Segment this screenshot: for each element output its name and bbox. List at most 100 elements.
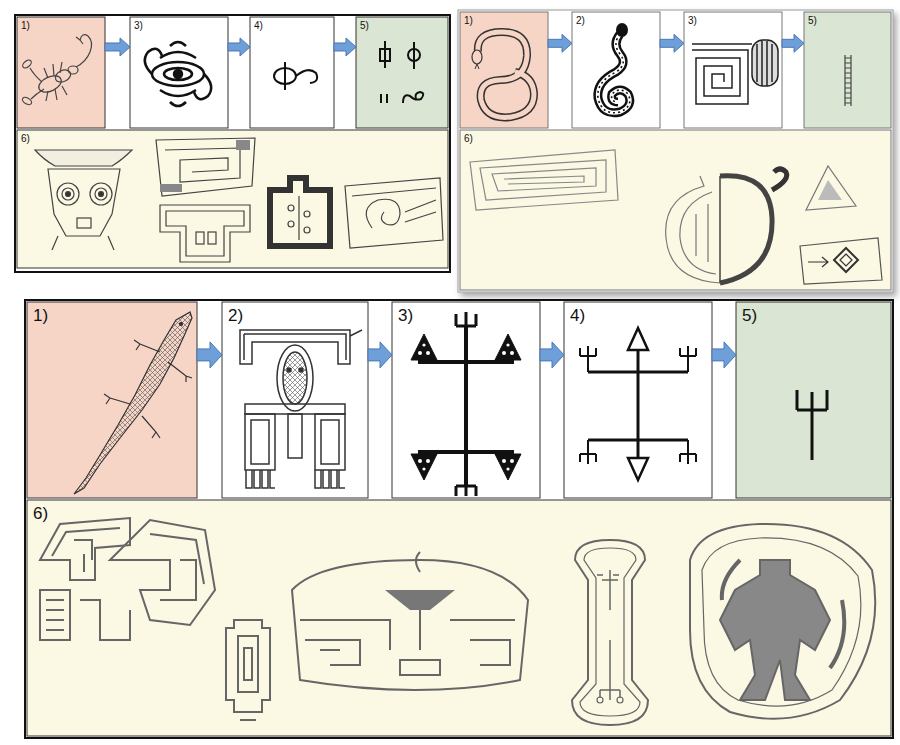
- step-number: 6): [33, 505, 885, 524]
- pottery-drawings: [840, 254, 852, 266]
- stage-cell: 6): [27, 500, 891, 736]
- pottery-drawings: [236, 140, 250, 150]
- pottery-drawings: [52, 236, 114, 250]
- stylized-caiman: [240, 330, 362, 488]
- pottery-drawings: [320, 552, 440, 675]
- step-number: 1): [21, 20, 101, 31]
- panel-frame: [460, 130, 891, 290]
- snake-drawing: [478, 32, 534, 117]
- pottery-drawings: [772, 169, 787, 190]
- panel-frame: [15, 15, 450, 272]
- panel-frame: [736, 302, 891, 498]
- pottery-drawings: [666, 176, 720, 283]
- caiman-drawing: [74, 312, 192, 494]
- caiman-drawing: [74, 312, 192, 494]
- stylized-caiman: [277, 345, 313, 411]
- pottery-drawings: [300, 610, 515, 665]
- stage-cell: 4): [250, 17, 334, 128]
- pottery-drawings: [298, 196, 299, 240]
- step-number: 3): [134, 20, 224, 31]
- pottery-drawings: [580, 548, 640, 716]
- pottery-drawings: [292, 560, 528, 690]
- step-number: 2): [228, 307, 362, 326]
- panel-frame: [130, 17, 228, 128]
- stage-cell: 1): [17, 17, 105, 128]
- stage-cell: 3): [392, 302, 540, 498]
- panel-frame: [564, 302, 712, 498]
- pottery-drawings: [504, 176, 584, 184]
- spiral-snake: [598, 23, 630, 113]
- caiman-drawing: [104, 394, 160, 438]
- pottery-drawings: [702, 538, 861, 706]
- stylized-caiman: [287, 368, 291, 372]
- pottery-drawings: [66, 192, 71, 197]
- stage-cell: 2): [222, 302, 368, 498]
- stage-cell: 3): [130, 17, 228, 128]
- cross-symbol: [426, 459, 430, 463]
- cross-symbol: [456, 486, 476, 496]
- panel-frame: [27, 500, 891, 736]
- pottery-drawings: [719, 176, 721, 283]
- stage-cell: 6): [17, 130, 448, 268]
- eye-glyph: [145, 49, 162, 74]
- stylized-caiman: [245, 404, 345, 414]
- meander-pattern: [692, 40, 778, 104]
- simple-glyph: [274, 62, 317, 90]
- ladder-symbol: [845, 55, 851, 106]
- eye-glyph: [145, 42, 211, 106]
- step-number: 4): [254, 20, 330, 31]
- pottery-drawings: [95, 188, 107, 200]
- pottery-drawings: [270, 178, 330, 246]
- cross-symbol: [510, 459, 514, 463]
- flow-arrow: [197, 342, 222, 368]
- snake-drawing: [478, 32, 534, 117]
- panel-frame: [392, 302, 540, 498]
- panel-frame: [460, 12, 548, 128]
- pottery-drawings: [722, 560, 844, 668]
- pottery-drawings: [597, 697, 603, 703]
- eye-glyph: [160, 52, 196, 58]
- step-number: 1): [33, 307, 191, 326]
- pottery-drawings: [480, 160, 606, 200]
- scorpion-drawing: [76, 37, 83, 44]
- pottery-drawings: [156, 138, 255, 196]
- cross-symbol: [426, 351, 430, 355]
- simplified-cross: [588, 439, 688, 442]
- cross-symbol: [418, 459, 422, 463]
- panel-frame: [684, 12, 782, 128]
- pottery-drawings: [57, 183, 79, 205]
- simplified-cross: [628, 328, 648, 350]
- trident-symbol: [797, 390, 827, 460]
- stylized-caiman: [288, 414, 302, 458]
- trident-symbol: [811, 410, 814, 460]
- stage-cell: 3): [684, 12, 782, 128]
- eye-glyph: [174, 70, 182, 78]
- eye-glyph: [164, 68, 192, 80]
- trident-symbol: [796, 390, 799, 410]
- flow-arrow: [228, 38, 250, 56]
- cross-symbol: [456, 312, 476, 326]
- pottery-drawings: [40, 518, 875, 725]
- step-number: 3): [688, 15, 778, 26]
- reduced-glyphs: [380, 41, 423, 103]
- cross-symbol: [411, 454, 437, 480]
- pottery-drawings: [470, 150, 882, 284]
- pottery-drawings: [35, 138, 443, 262]
- flow-arrow: [368, 342, 392, 368]
- simplified-cross: [637, 350, 640, 458]
- caiman-drawing: [180, 323, 183, 326]
- step-number: 6): [21, 133, 444, 144]
- reduced-glyphs: [380, 94, 382, 103]
- stylized-caiman: [246, 470, 275, 488]
- pottery-drawings: [470, 150, 618, 210]
- pottery-drawings: [160, 184, 182, 192]
- simplified-cross: [680, 440, 696, 464]
- scorpion-drawing: [30, 68, 42, 82]
- pottery-drawings: [492, 168, 596, 191]
- step-number: 4): [570, 307, 706, 326]
- ladder-symbol: [845, 58, 851, 103]
- step-number: 5): [808, 15, 887, 26]
- stage-cell: 5): [356, 17, 448, 128]
- snake-drawing: [475, 64, 479, 69]
